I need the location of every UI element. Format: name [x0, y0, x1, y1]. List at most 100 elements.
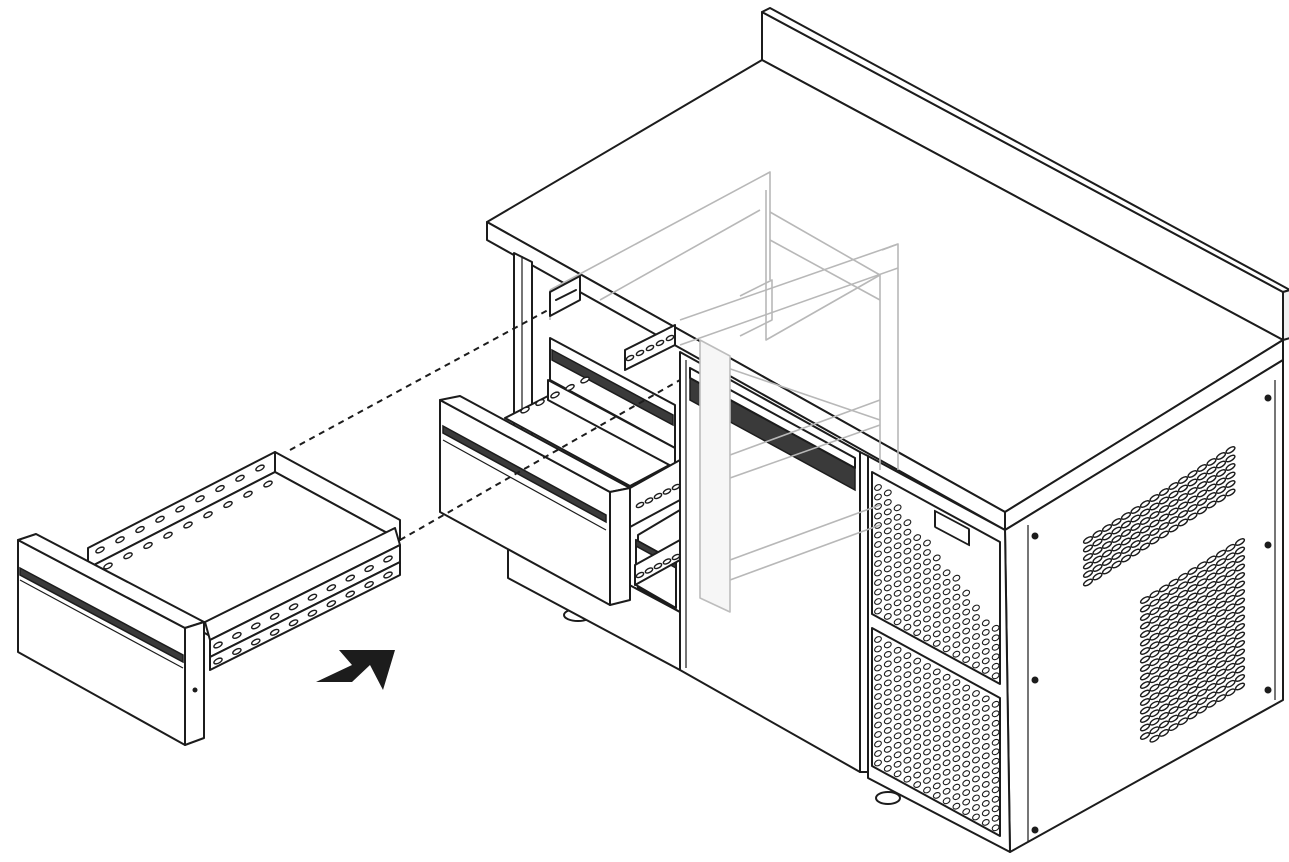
grille-hole [913, 752, 922, 760]
grille-hole [932, 563, 941, 571]
grille-hole [903, 690, 912, 698]
grille-hole [874, 645, 882, 653]
vent-slot [1187, 652, 1198, 660]
vent-slot [1234, 665, 1246, 674]
grille-hole [942, 749, 951, 757]
rail-slot [625, 354, 635, 362]
grille-hole [913, 762, 922, 770]
rail-slot [232, 647, 242, 656]
grille-hole [923, 596, 931, 604]
grille-hole [942, 740, 951, 748]
grille-hole [913, 553, 922, 561]
grille-hole [942, 787, 951, 795]
grille-hole [942, 711, 951, 719]
vent-slot [1215, 583, 1227, 592]
vent-slot [1225, 654, 1236, 663]
rail-slot [143, 541, 153, 550]
vent-slot [1206, 580, 1217, 589]
vent-slot [1196, 464, 1208, 472]
grille-hole [962, 646, 971, 654]
vent-slot [1111, 552, 1122, 560]
grille-hole [932, 734, 941, 742]
grille-hole [972, 709, 980, 716]
vent-slot [1196, 472, 1208, 481]
grille-hole [923, 682, 931, 689]
grille-hole [942, 635, 951, 643]
grille-hole [883, 565, 892, 573]
grille-hole [874, 579, 882, 586]
grille-hole [883, 755, 892, 763]
grille-hole [991, 824, 1000, 832]
vent-slot [1149, 709, 1160, 718]
grille-hole [913, 629, 922, 637]
rail-slot [269, 628, 280, 636]
vent-slot [1149, 511, 1160, 519]
grille-hole [903, 737, 912, 745]
vent-slot [1092, 572, 1103, 581]
vent-slot [1168, 689, 1179, 698]
rail-slot [644, 567, 654, 574]
grille-hole [952, 707, 961, 715]
rail-slot [203, 511, 213, 519]
grille-hole [893, 504, 902, 512]
grille-hole [903, 623, 912, 631]
vent-slot [1158, 513, 1170, 522]
vent-slot [1149, 536, 1160, 545]
grille-hole [981, 704, 990, 712]
grille-hole [903, 680, 912, 688]
vent-slot [1225, 577, 1236, 586]
vent-slot [1149, 615, 1160, 624]
grille-hole [962, 618, 971, 626]
grille-hole [913, 581, 922, 589]
grille-hole [962, 770, 971, 778]
vent-slot [1234, 657, 1246, 665]
alignment-guides [289, 309, 681, 541]
vent-slot [1158, 505, 1170, 513]
grille-hole [942, 588, 951, 596]
vent-slot [1215, 566, 1227, 575]
grille-hole [913, 610, 922, 618]
grille-hole [981, 818, 990, 826]
grille-hole [903, 519, 912, 527]
vent-slot [1139, 681, 1151, 689]
grille-hole [883, 508, 892, 516]
vent-slot [1225, 446, 1236, 454]
vent-slot [1196, 697, 1208, 706]
vent-slot [1082, 561, 1094, 570]
vent-slot [1168, 499, 1179, 507]
vent-slot [1139, 698, 1151, 706]
vent-slot [1187, 609, 1198, 618]
mounting-frame [549, 171, 899, 613]
vent-slot [1158, 643, 1170, 652]
grille-hole [874, 484, 882, 491]
grille-hole [913, 562, 922, 570]
grille-hole [883, 489, 892, 497]
rail-slot [326, 584, 337, 592]
rail-slot [215, 484, 225, 493]
vent-slot [1215, 477, 1227, 486]
vent-slot [1234, 597, 1246, 606]
grille-hole [962, 589, 971, 597]
detached-rail-slots [95, 464, 393, 665]
vent-slot [1158, 488, 1170, 496]
grille-hole [883, 688, 892, 696]
grille-hole [903, 557, 912, 565]
grille-hole [893, 618, 902, 626]
vent-slot [1225, 454, 1236, 463]
vent-slot [1187, 504, 1198, 512]
vent-slot [1196, 603, 1208, 612]
vent-slot [1168, 655, 1179, 664]
grille-hole [883, 745, 892, 753]
grille-hole [932, 763, 941, 771]
vent-slot [1206, 614, 1217, 623]
grille-hole [962, 808, 971, 816]
grille-hole [942, 626, 951, 634]
grille-hole [942, 683, 951, 691]
grille-hole [991, 757, 1000, 765]
grille-hole [932, 706, 941, 714]
vent-slot [1177, 589, 1189, 598]
vent-slot [1139, 638, 1151, 647]
vent-slot [1082, 570, 1094, 578]
grille-hole [972, 766, 980, 773]
vent-slot [1196, 654, 1208, 663]
